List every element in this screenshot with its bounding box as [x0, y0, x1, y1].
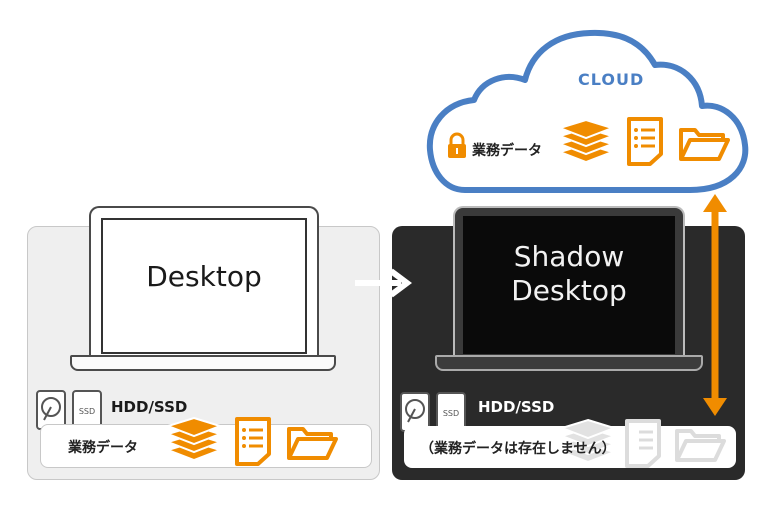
shadow-desktop-label: Shadow Desktop [458, 240, 680, 308]
svg-text:SSD: SSD [443, 409, 459, 418]
shadow-storage-label: HDD/SSD [478, 398, 555, 416]
database-stack-icon-local [164, 416, 224, 462]
laptop-screen-right [453, 206, 685, 358]
folder-icon-ghost [675, 429, 726, 462]
laptop-base-left [70, 355, 336, 371]
shadow-label-line1: Shadow [513, 240, 625, 273]
desktop-label: Desktop [146, 260, 262, 293]
shadow-data-label: （業務データは存在しません） [420, 441, 616, 457]
laptop-screen-left [89, 206, 319, 358]
database-stack-icon-ghost [558, 418, 618, 464]
laptop-base-right [435, 355, 703, 371]
lock-icon [448, 132, 466, 158]
cloud-data-label: 業務データ [472, 143, 542, 159]
local-data-label: 業務データ [68, 440, 138, 456]
local-storage-label: HDD/SSD [111, 398, 188, 416]
document-icon-local [235, 417, 271, 466]
arrow-right-icon [355, 268, 412, 298]
hdd-icon-shadow [400, 392, 430, 432]
sync-arrow-icon [703, 194, 727, 416]
ssd-icon: SSD [72, 390, 102, 430]
cloud-title: CLOUD [578, 70, 645, 89]
database-stack-icon [556, 118, 616, 164]
svg-text:SSD: SSD [79, 407, 95, 416]
shadow-label-line2: Desktop [511, 274, 627, 307]
document-icon [627, 117, 663, 166]
document-icon-ghost [625, 419, 661, 468]
folder-icon-local [287, 427, 338, 460]
folder-icon [679, 128, 730, 161]
ssd-icon-shadow: SSD [436, 392, 466, 432]
